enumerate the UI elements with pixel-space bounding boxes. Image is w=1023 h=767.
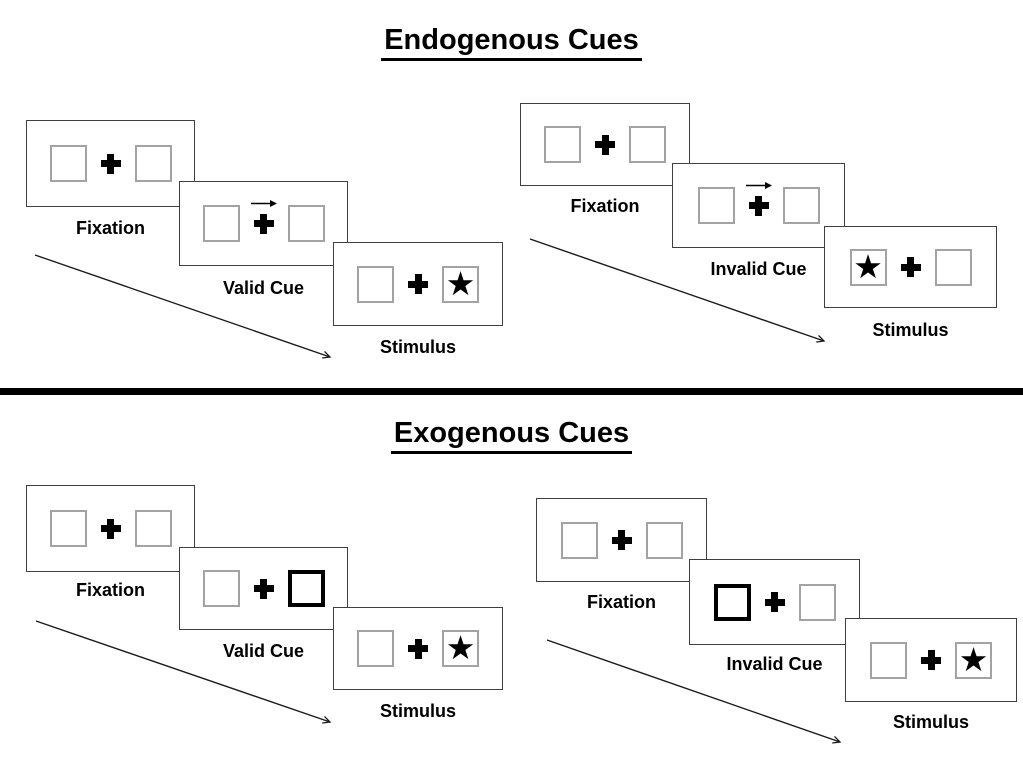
timeline-arrow-endo-valid [34,254,332,359]
endo-valid-fixation-panel [26,120,195,207]
fixation-cross-group [100,153,121,174]
exo-valid-cue-panel [179,547,348,630]
right-target-box: ★ [442,263,479,303]
right-placeholder-box [934,248,972,286]
fixation-cross-icon [748,195,769,216]
panel-label-invalid-cue: Invalid Cue [710,259,807,279]
left-cued-box [713,583,751,621]
right-placeholder-box [782,187,820,224]
panel-label-valid-cue: Valid Cue [222,641,305,661]
fixation-cross-icon [595,134,615,155]
panel-label-fixation: Fixation [570,196,640,216]
section-title-endogenous: Endogenous Cues [0,24,1023,61]
right-arrow-icon [745,181,772,189]
section-title-exogenous-text: Exogenous Cues [390,417,633,454]
fixation-cross-icon [100,153,121,174]
exo-valid-stimulus-panel: ★ [333,607,503,690]
fixation-cross-group [611,530,632,550]
panel-label-valid-cue: Valid Cue [222,278,305,298]
left-placeholder-box [697,187,735,224]
panel-label-fixation: Fixation [75,218,145,238]
fixation-cross-group [764,592,785,612]
left-placeholder-box [202,205,240,242]
fixation-cross-icon [253,213,274,234]
endo-valid-stimulus-panel: ★ [333,242,503,326]
left-placeholder-box [560,521,598,559]
right-arrow-icon [250,199,277,207]
star-target-icon: ★ [445,628,476,667]
fixation-cross-icon [408,638,428,659]
panel-label-stimulus: Stimulus [379,337,456,357]
right-cued-box [287,570,325,607]
right-placeholder-box [629,126,666,163]
fixation-cross-group [921,650,941,670]
endo-invalid-cue-panel [672,163,845,248]
left-placeholder-box [357,630,394,667]
fixation-cross-group [253,578,274,599]
fixation-cross-group [408,274,428,294]
left-placeholder-box [357,265,394,303]
right-placeholder-box [287,205,325,242]
right-target-box: ★ [442,630,479,667]
fixation-cross-group [250,199,277,234]
right-placeholder-box [798,583,836,621]
endo-invalid-stimulus-panel: ★ [824,226,997,308]
fixation-cross-group [595,134,615,155]
fixation-cross-group [100,518,121,539]
panel-label-stimulus: Stimulus [379,701,456,721]
exo-invalid-cue-panel [689,559,860,645]
left-target-box: ★ [849,246,887,286]
left-placeholder-box [202,570,240,607]
panel-label-invalid-cue: Invalid Cue [726,654,823,674]
fixation-cross-group [408,638,428,659]
endo-invalid-fixation-panel [520,103,690,186]
left-placeholder-box [49,510,87,547]
exo-invalid-stimulus-panel: ★ [845,618,1017,702]
star-target-icon: ★ [853,246,883,286]
left-placeholder-box [49,145,87,182]
right-placeholder-box [645,521,683,559]
star-target-icon: ★ [445,263,476,303]
star-target-icon: ★ [958,639,989,679]
right-target-box: ★ [955,639,992,679]
right-placeholder-box [134,145,172,182]
panel-label-stimulus: Stimulus [892,712,969,732]
fixation-cross-icon [408,274,428,294]
fixation-cross-icon [100,518,121,539]
timeline-arrow-endo-invalid [529,238,826,343]
fixation-cross-icon [921,650,941,670]
exo-valid-fixation-panel [26,485,195,572]
fixation-cross-group [900,257,921,277]
panel-label-fixation: Fixation [586,592,656,612]
fixation-cross-icon [764,592,785,612]
right-placeholder-box [134,510,172,547]
fixation-cross-icon [611,530,632,550]
fixation-cross-icon [253,578,274,599]
fixation-cross-group [745,181,772,216]
endo-valid-cue-panel [179,181,348,266]
left-placeholder-box [544,126,581,163]
section-title-endogenous-text: Endogenous Cues [381,24,642,61]
panel-label-fixation: Fixation [75,580,145,600]
section-title-exogenous: Exogenous Cues [0,417,1023,454]
left-placeholder-box [870,641,907,679]
exo-invalid-fixation-panel [536,498,707,582]
fixation-cross-icon [900,257,921,277]
timeline-arrow-exo-valid [35,620,332,724]
panel-label-stimulus: Stimulus [872,320,949,340]
section-divider [0,388,1023,395]
